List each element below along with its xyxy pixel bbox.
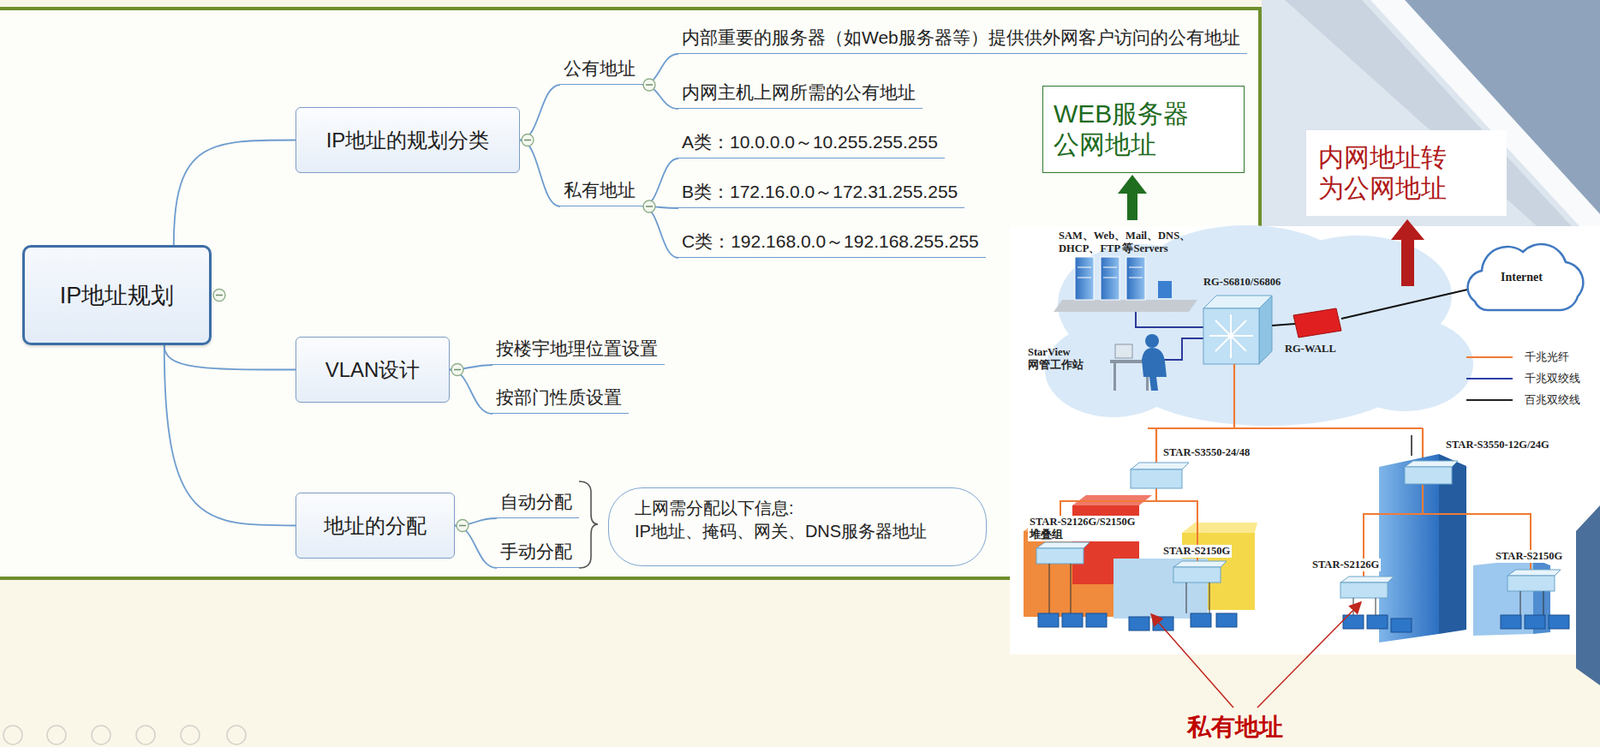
legend-text: 千兆光纤 (1524, 349, 1570, 365)
legend-line (1466, 356, 1513, 359)
branch-line (642, 206, 679, 258)
node-text: 自动分配 (500, 489, 573, 514)
branch-line (519, 84, 561, 141)
branch-box: IP地址的规划分类 (295, 107, 520, 174)
note-callout: 上网需分配以下信息:IP地址、掩码、网关、DNS服务器地址 (608, 487, 987, 567)
nat-box: 内网地址转 为公网地址 (1306, 130, 1507, 216)
device-label: STAR-S2150G (1161, 544, 1232, 558)
node-text: WEB服务器 公网地址 (1053, 98, 1234, 161)
callout-label: 私有地址 (1187, 712, 1284, 742)
device-label: RG-S6810/S6806 (1203, 275, 1281, 289)
branch-line (173, 140, 296, 246)
leaf-topic: 按楼宇地理位置设置 (492, 334, 665, 365)
node-text: 地址的分配 (323, 512, 427, 540)
branch-line (164, 345, 296, 526)
node-text: IP地址规划 (59, 280, 175, 311)
leaf-topic: 内部重要的服务器（如Web服务器等）提供供外网客户访问的公有地址 (678, 23, 1248, 54)
legend-text: 千兆双绞线 (1524, 370, 1581, 387)
node-text: 内网主机上网所需的公有地址 (681, 80, 916, 105)
legend-text: 百兆双绞线 (1524, 392, 1581, 408)
node-text: 内部重要的服务器（如Web服务器等）提供供外网客户访问的公有地址 (681, 25, 1241, 50)
device-label: STAR-S2126G/S2150G 堆叠组 (1027, 515, 1153, 542)
branch-line (164, 345, 296, 371)
node-text: 内网地址转 为公网地址 (1318, 142, 1495, 204)
node-text: 手动分配 (500, 539, 573, 564)
device-label: STAR-S2150G (1493, 549, 1565, 563)
legend-line (1466, 399, 1513, 401)
leaf-topic: 按部门性质设置 (492, 383, 629, 414)
leaf-topic: 内网主机上网所需的公有地址 (678, 78, 923, 109)
legend-line (1466, 377, 1513, 380)
collapse-icon (456, 519, 469, 532)
node-text: VLAN设计 (325, 356, 421, 384)
leaf-topic: A类：10.0.0.0～10.255.255.255 (678, 128, 945, 159)
branch-box: 地址的分配 (295, 492, 455, 559)
branch-line (449, 370, 493, 415)
leaf-topic: 私有地址 (560, 176, 643, 207)
collapse-icon (643, 78, 656, 91)
node-text: C类：192.168.0.0～192.168.255.255 (681, 229, 980, 254)
collapse-icon (643, 200, 656, 213)
leaf-topic: 公有地址 (560, 54, 643, 85)
node-text: A类：10.0.0.0～10.255.255.255 (681, 130, 938, 155)
branch-box: VLAN设计 (295, 336, 450, 403)
web-address-box: WEB服务器 公网地址 (1042, 85, 1245, 174)
node-text: 公有地址 (563, 56, 636, 81)
device-label: STAR-S3550-12G/24G (1444, 438, 1552, 452)
device-label: SAM、Web、Mail、DNS、 DHCP、FTP 等Servers (1058, 229, 1203, 256)
root-topic: IP地址规划 (22, 244, 212, 346)
node-text: 按楼宇地理位置设置 (495, 336, 658, 361)
device-label: STAR-S2126G (1310, 558, 1381, 572)
node-text: IP地址、掩码、网关、DNS服务器地址 (634, 519, 974, 544)
collapse-icon (213, 289, 226, 302)
node-text: 上网需分配以下信息: (634, 496, 974, 520)
collapse-icon (521, 134, 534, 147)
leaf-topic: 手动分配 (496, 537, 580, 568)
device-label: STAR-S3550-24/48 (1161, 446, 1252, 460)
node-text: 按部门性质设置 (495, 385, 622, 410)
device-label: Internet (1500, 270, 1543, 286)
node-text: B类：172.16.0.0～172.31.255.255 (681, 179, 958, 204)
device-label: RG-WALL (1284, 342, 1337, 356)
branch-line (519, 140, 561, 208)
collapse-icon (451, 364, 464, 377)
branch-line (642, 158, 679, 207)
leaf-topic: C类：192.168.0.0～192.168.255.255 (678, 227, 986, 258)
device-label: StarView 网管工作站 (1027, 346, 1097, 372)
leaf-topic: B类：172.16.0.0～172.31.255.255 (678, 178, 965, 209)
node-text: IP地址的规划分类 (326, 126, 490, 155)
leaf-topic: 自动分配 (496, 488, 580, 519)
node-text: 私有地址 (563, 178, 636, 203)
